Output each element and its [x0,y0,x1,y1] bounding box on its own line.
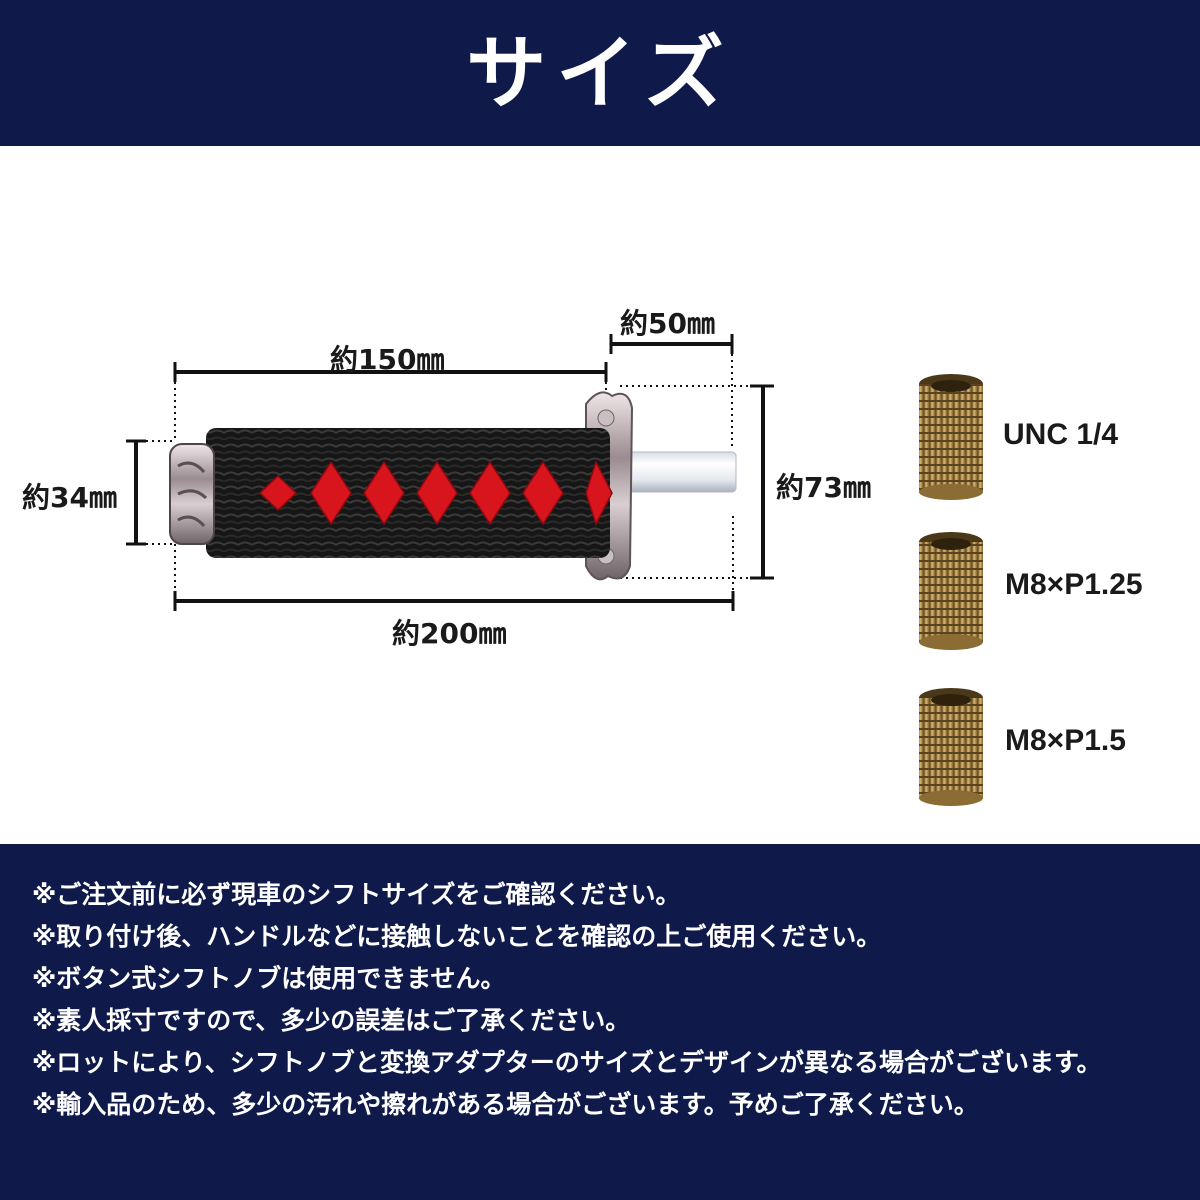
notes-panel: ※ご注文前に必ず現車のシフトサイズをご確認ください。 ※取り付け後、ハンドルなど… [0,844,1200,1200]
notes-list: ※ご注文前に必ず現車のシフトサイズをご確認ください。 ※取り付け後、ハンドルなど… [32,878,1182,1130]
grip-length-label: 約150㎜ [330,343,445,376]
diameter-label: 約34㎜ [22,481,117,514]
note-item: ※素人採寸ですので、多少の誤差はご了承ください。 [32,1006,631,1035]
page-title: サイズ [466,26,734,120]
brass-adapter-image [919,374,983,806]
katana-shift-knob-image [126,334,983,806]
note-item: ※ロットにより、シフトノブと変換アダプターのサイズとデザインが異なる場合がござい… [32,1048,1102,1077]
note-item: ※ボタン式シフトノブは使用できません。 [32,964,506,993]
total-length-label: 約200㎜ [392,617,507,650]
note-item: ※輸入品のため、多少の汚れや擦れがある場合がございます。予めご了承ください。 [32,1090,979,1119]
adapter-label-m8-p125: M8×P1.25 [1005,568,1143,601]
adapter-label-unc: UNC 1/4 [1003,418,1119,451]
product-diagram: 約150㎜ 約50㎜ 約34㎜ 約73㎜ 約200㎜ UNC 1/4 M8×P1… [0,146,1200,844]
note-item: ※ご注文前に必ず現車のシフトサイズをご確認ください。 [32,880,681,909]
header-banner: サイズ [0,0,1200,146]
guard-height-label: 約73㎜ [776,471,871,504]
shaft-length-label: 約50㎜ [620,307,715,340]
adapter-label-m8-p15: M8×P1.5 [1005,724,1126,757]
note-item: ※取り付け後、ハンドルなどに接触しないことを確認の上ご使用ください。 [32,922,882,951]
